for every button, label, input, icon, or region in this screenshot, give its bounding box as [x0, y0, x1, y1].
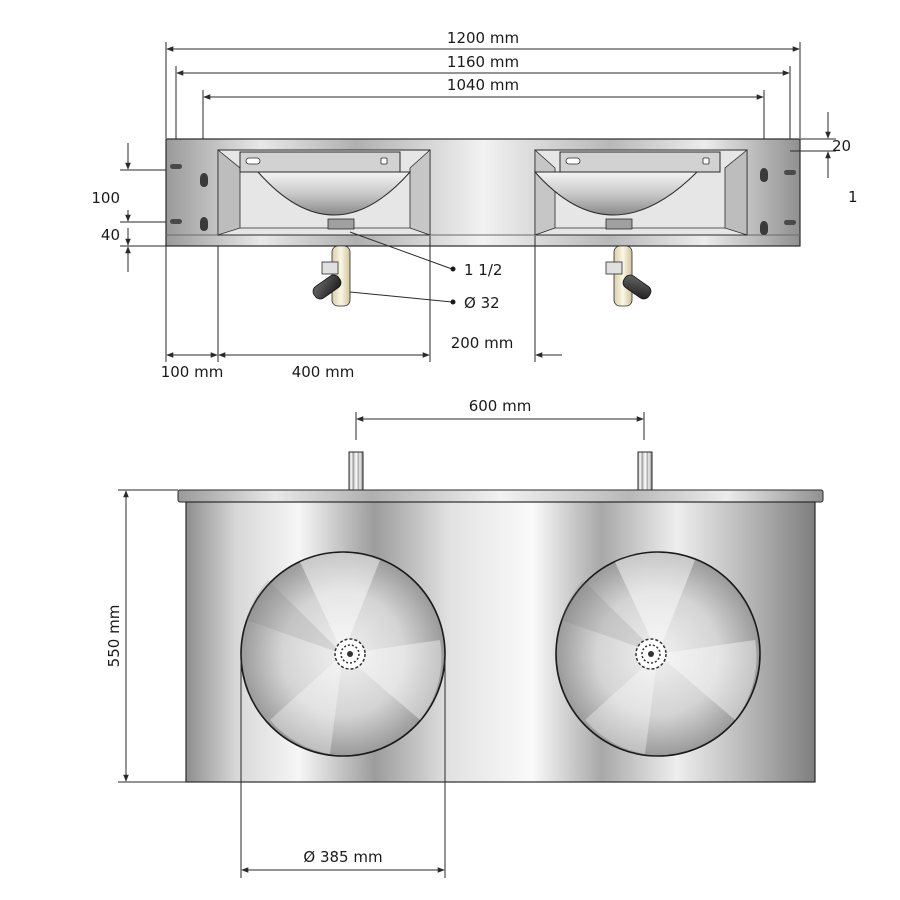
dim-label-1-side: 1	[848, 188, 858, 206]
dim-label-100-left: 100	[91, 189, 120, 207]
tap-right	[637, 451, 653, 493]
drain-valve-right	[605, 245, 652, 307]
basin-front-left	[240, 551, 446, 757]
basin-top-left	[217, 149, 431, 236]
top-view: 1200 mm 1160 mm 1040 mm	[91, 29, 857, 381]
dim-label-550: 550 mm	[105, 605, 123, 668]
dim-label-400: 400 mm	[292, 363, 355, 381]
tap-left	[348, 451, 364, 493]
dim-label-1200: 1200 mm	[447, 29, 519, 47]
callout-drain-size: 1 1/2	[464, 261, 502, 279]
dim-label-1160: 1160 mm	[447, 53, 519, 71]
front-rim	[177, 489, 824, 503]
basin-top-right	[533, 149, 748, 236]
front-view: 600 mm	[105, 397, 824, 878]
dim-label-1040: 1040 mm	[447, 76, 519, 94]
drain-valve-left	[312, 245, 351, 307]
dim-label-200: 200 mm	[451, 334, 514, 352]
dim-label-385: Ø 385 mm	[303, 848, 382, 866]
dim-label-100-bottom: 100 mm	[161, 363, 224, 381]
callout-pipe-diameter: Ø 32	[464, 294, 500, 312]
dim-label-20: 20	[832, 137, 851, 155]
basin-front-right	[555, 551, 761, 757]
dim-label-600: 600 mm	[469, 397, 532, 415]
dim-label-40: 40	[101, 226, 120, 244]
